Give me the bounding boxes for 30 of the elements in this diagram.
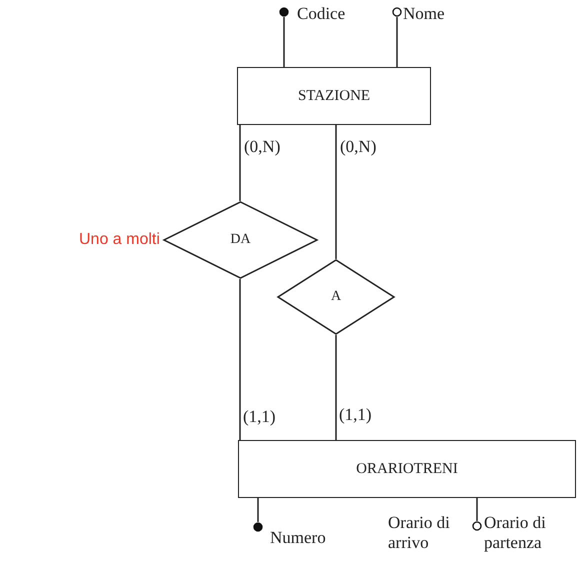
connector-line	[476, 498, 478, 521]
attribute-circle	[472, 521, 482, 531]
attribute-circle	[392, 7, 402, 17]
identifier-dot	[253, 522, 263, 532]
identifier-dot	[279, 7, 289, 17]
relationship-diamond	[277, 259, 395, 335]
cardinality-label: (0,N)	[339, 137, 378, 157]
connector-line	[257, 498, 259, 522]
connector-line	[335, 125, 337, 259]
attribute-name: Numero	[270, 528, 327, 548]
attribute-name: Nome	[403, 4, 446, 24]
relationship-name: A	[330, 289, 342, 305]
relationship-diamond	[163, 201, 318, 279]
entity-name: STAZIONE	[298, 88, 370, 104]
entity-box	[238, 440, 576, 498]
connector-line	[239, 125, 241, 201]
attribute-name: Codice	[297, 4, 346, 24]
annotation-note: Uno a molti	[79, 231, 160, 249]
connector-line	[239, 279, 241, 440]
attribute-name: Orario di arrivo	[388, 513, 451, 553]
connector-line	[283, 17, 285, 67]
entity-name: ORARIOTRENI	[356, 460, 458, 478]
connector-line	[396, 17, 398, 67]
connector-line	[335, 335, 337, 440]
cardinality-label: (1,1)	[338, 405, 373, 425]
cardinality-label: (0,N)	[243, 137, 282, 157]
cardinality-label: (1,1)	[242, 407, 277, 427]
attribute-name: Orario di partenza	[484, 513, 547, 553]
relationship-name: DA	[230, 232, 251, 248]
entity-box	[237, 67, 431, 125]
